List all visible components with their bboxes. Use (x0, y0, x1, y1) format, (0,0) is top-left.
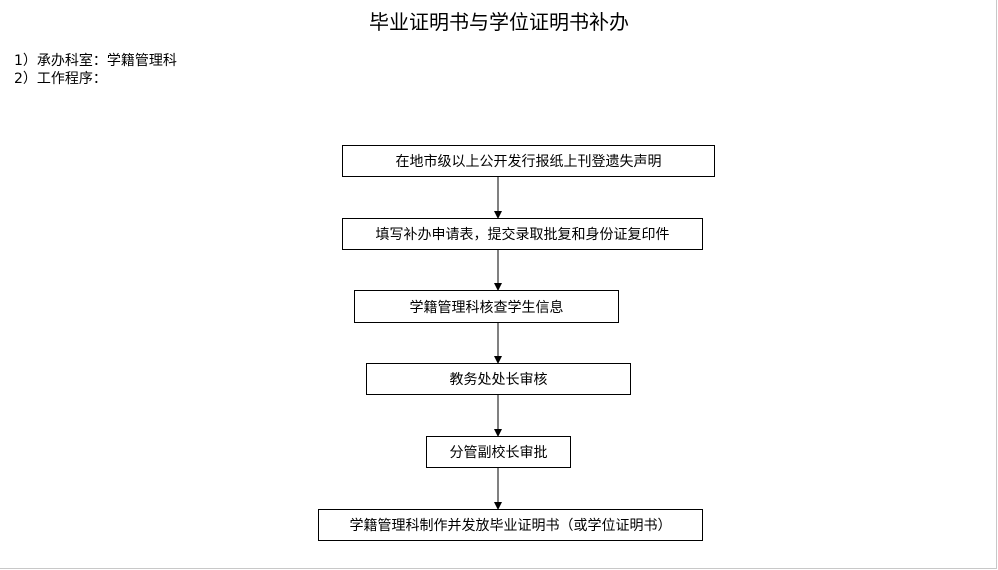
step-director-review: 教务处处长审核 (366, 363, 631, 395)
procedure-line: 2）工作程序： (14, 71, 107, 87)
step-verify-student-info: 学籍管理科核查学生信息 (354, 290, 619, 323)
step-vice-president-approval: 分管副校长审批 (426, 436, 571, 468)
office-line: 1）承办科室：学籍管理科 (14, 53, 177, 69)
step-issue-certificate: 学籍管理科制作并发放毕业证明书（或学位证明书） (318, 509, 703, 541)
page-title: 毕业证明书与学位证明书补办 (369, 10, 629, 34)
step-publish-notice: 在地市级以上公开发行报纸上刊登遗失声明 (342, 145, 715, 177)
step-submit-application: 填写补办申请表，提交录取批复和身份证复印件 (342, 218, 703, 250)
